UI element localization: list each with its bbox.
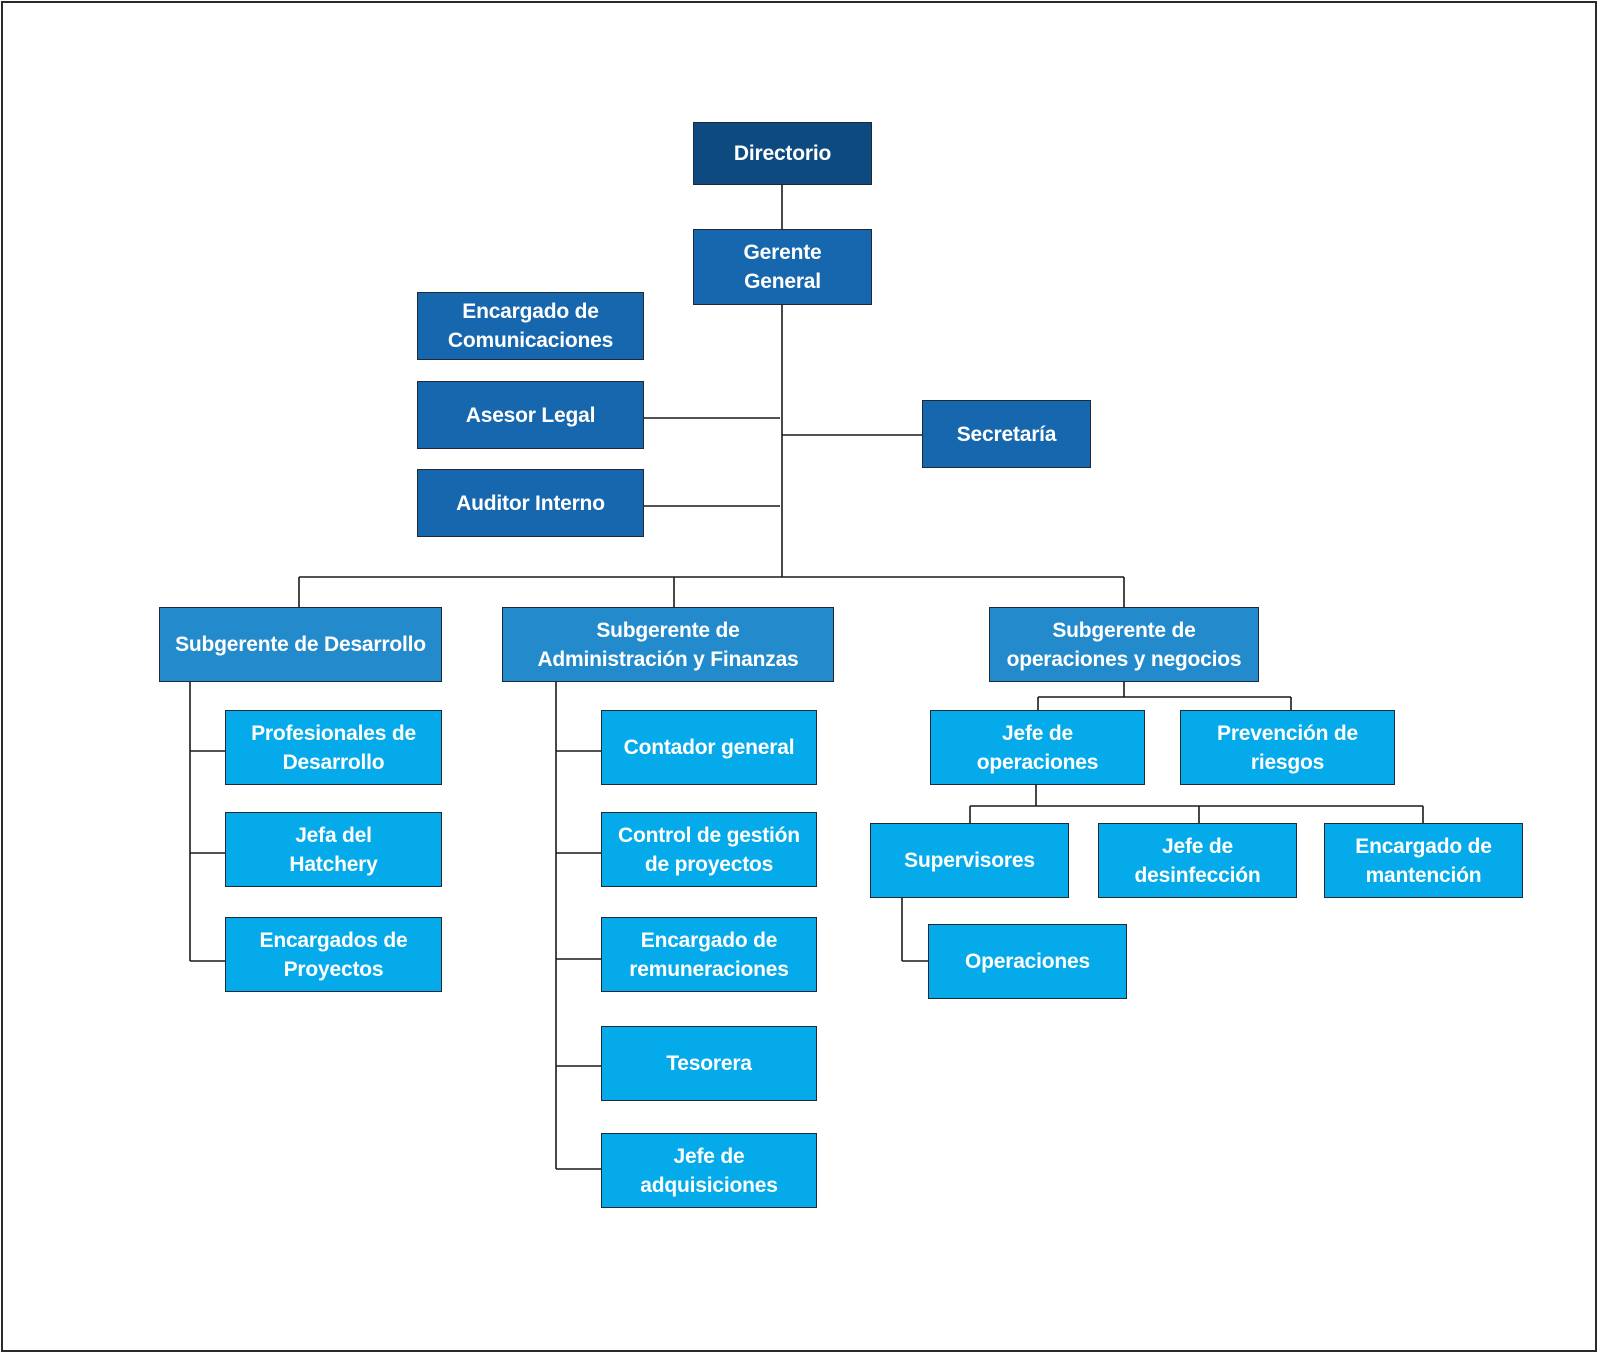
node-auditor-interno: Auditor Interno [417, 469, 644, 537]
connector-lines [189, 185, 1424, 1170]
node-operaciones: Operaciones [928, 924, 1127, 999]
node-jefa-hatchery: Jefa del Hatchery [225, 812, 442, 887]
node-profesionales-desarrollo: Profesionales de Desarrollo [225, 710, 442, 785]
node-encargado-comunicaciones: Encargado de Comunicaciones [417, 292, 644, 360]
node-subgerente-administracion: Subgerente de Administración y Finanzas [502, 607, 834, 682]
node-jefe-adquisiciones: Jefe de adquisiciones [601, 1133, 817, 1208]
node-encargados-proyectos: Encargados de Proyectos [225, 917, 442, 992]
node-directorio: Directorio [693, 122, 872, 185]
node-asesor-legal: Asesor Legal [417, 381, 644, 449]
node-gerente-general: Gerente General [693, 229, 872, 305]
node-secretaria: Secretaría [922, 400, 1091, 468]
node-jefe-operaciones: Jefe de operaciones [930, 710, 1145, 785]
node-supervisores: Supervisores [870, 823, 1069, 898]
node-encargado-mantencion: Encargado de mantención [1324, 823, 1523, 898]
node-jefe-desinfeccion: Jefe de desinfección [1098, 823, 1297, 898]
node-prevencion-riesgos: Prevención de riesgos [1180, 710, 1395, 785]
node-subgerente-desarrollo: Subgerente de Desarrollo [159, 607, 442, 682]
node-contador-general: Contador general [601, 710, 817, 785]
node-subgerente-operaciones: Subgerente de operaciones y negocios [989, 607, 1259, 682]
node-control-gestion: Control de gestión de proyectos [601, 812, 817, 887]
node-encargado-remuneraciones: Encargado de remuneraciones [601, 917, 817, 992]
node-tesorera: Tesorera [601, 1026, 817, 1101]
